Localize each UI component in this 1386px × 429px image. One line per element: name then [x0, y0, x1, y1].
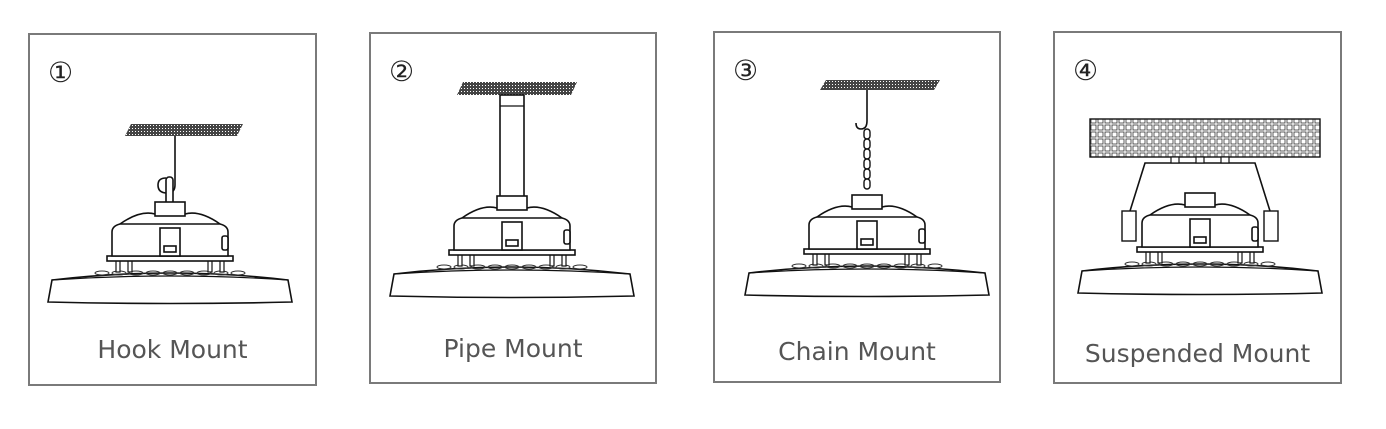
bracket-clip: [1220, 156, 1230, 164]
heat-fin: [504, 264, 520, 270]
chain-link: [863, 148, 871, 160]
heat-fin: [94, 270, 110, 276]
support-leg: [824, 252, 830, 266]
bracket-plate: [505, 239, 519, 247]
suspension-pipe: [499, 94, 525, 201]
heat-fin: [1175, 261, 1191, 267]
heat-fin: [1209, 261, 1225, 267]
heat-fin: [859, 263, 875, 269]
heat-fin: [162, 270, 178, 276]
reflector-rim: [51, 275, 289, 281]
bracket-arm-right: [1263, 210, 1279, 242]
ceiling-plate: [457, 82, 577, 95]
hook-mount-panel: ① Hook Mount: [28, 33, 317, 386]
support-leg: [812, 252, 818, 266]
cable-gland: [918, 228, 926, 244]
support-leg: [457, 253, 463, 267]
eye-bolt: [165, 176, 174, 206]
reflector-rim: [393, 269, 631, 275]
hook-mount-illustration: [47, 124, 293, 305]
heat-fin: [842, 263, 858, 269]
heat-fin: [1226, 261, 1242, 267]
chain-link: [863, 138, 871, 150]
heat-fin: [538, 264, 554, 270]
mount-label: Chain Mount: [778, 337, 936, 366]
chain-link: [863, 168, 871, 180]
step-number: ④: [1073, 54, 1099, 87]
heat-fin: [1260, 261, 1276, 267]
heat-fin: [1124, 261, 1140, 267]
heat-fin: [145, 270, 161, 276]
support-leg: [469, 253, 475, 267]
heat-fin: [893, 263, 909, 269]
reflector-rim: [1081, 266, 1319, 272]
heat-fin: [927, 263, 943, 269]
mount-label: Suspended Mount: [1084, 339, 1311, 368]
ceiling-hook: [855, 90, 868, 130]
cable-gland: [221, 235, 229, 251]
ceiling-plate: [125, 124, 243, 136]
support-leg: [561, 253, 567, 267]
bracket-arm-left: [1121, 210, 1137, 242]
heat-fin: [1192, 261, 1208, 267]
chain-link: [863, 158, 871, 170]
mount-block: [1184, 192, 1216, 208]
heat-fin: [791, 263, 807, 269]
mount-block: [851, 194, 883, 210]
support-leg: [916, 252, 922, 266]
heat-fin: [521, 264, 537, 270]
mount-block: [154, 201, 186, 217]
heat-fin: [825, 263, 841, 269]
support-leg: [1157, 250, 1163, 264]
bracket-plate: [1193, 236, 1207, 244]
bracket-clip: [1195, 156, 1205, 164]
heat-fin: [436, 264, 452, 270]
heat-fin: [196, 270, 212, 276]
bracket-plate: [860, 238, 874, 246]
heat-fin: [487, 264, 503, 270]
mount-label: Pipe Mount: [443, 334, 583, 363]
cable-gland: [563, 229, 571, 245]
heat-fin: [470, 264, 486, 270]
heat-fin: [179, 270, 195, 276]
step-number: ①: [48, 56, 74, 89]
cable-gland: [1251, 226, 1259, 242]
mount-label: Hook Mount: [97, 335, 248, 364]
ceiling-plate: [820, 80, 940, 90]
chain-mount-panel: ③ Chain Mount: [713, 31, 1001, 383]
heat-fin: [876, 263, 892, 269]
heat-fin: [230, 270, 246, 276]
mount-block: [496, 195, 528, 211]
support-leg: [1145, 250, 1151, 264]
bracket-clip: [1170, 156, 1180, 164]
step-number: ③: [733, 54, 759, 87]
bracket-plate: [163, 245, 177, 253]
suspended-mount-illustration: [1077, 118, 1323, 296]
support-leg: [1249, 250, 1255, 264]
support-leg: [549, 253, 555, 267]
heat-fin: [1158, 261, 1174, 267]
chain-link: [863, 178, 871, 190]
reflector-rim: [748, 268, 986, 274]
heat-fin: [128, 270, 144, 276]
step-number: ②: [389, 55, 415, 88]
pipe-mount-panel: ② Pipe Mount: [369, 32, 657, 384]
chain-mount-illustration: [744, 80, 990, 298]
suspended-mount-panel: ④ Suspended Mount: [1053, 31, 1342, 384]
ceiling-grid: [1089, 118, 1321, 158]
pipe-mount-illustration: [389, 82, 635, 299]
support-leg: [904, 252, 910, 266]
support-leg: [1237, 250, 1243, 264]
chain-link: [863, 128, 871, 140]
heat-fin: [572, 264, 588, 270]
